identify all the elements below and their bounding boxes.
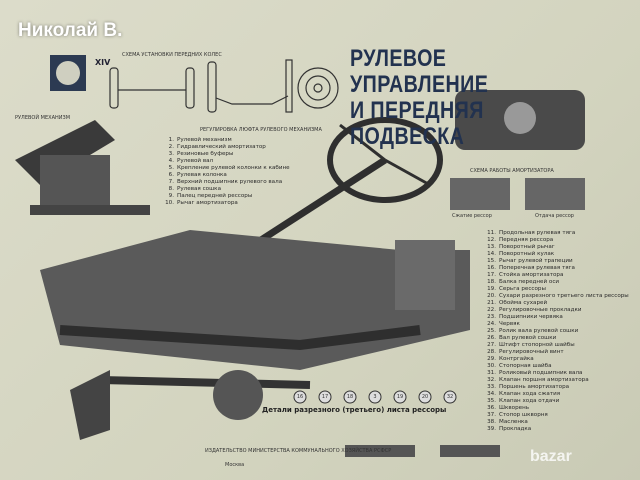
legend-item: 18.Балка передней оси <box>487 279 560 285</box>
legend-item: 5.Крепление рулевой колонки к кабине <box>168 165 290 171</box>
legend-item: 36.Шкворень <box>487 405 530 411</box>
emblem-circle <box>56 61 80 85</box>
legend-item: 39.Прокладка <box>487 426 532 432</box>
callout-number: 19 <box>396 394 404 400</box>
callout-circle <box>318 390 332 404</box>
callout-circle <box>343 390 357 404</box>
callout-number: 3 <box>373 394 377 400</box>
callout-circle <box>293 390 307 404</box>
legend-item: 28.Регулировочный винт <box>487 349 564 355</box>
leaf-details-caption: Детали разрезного (третьего) листа рессо… <box>262 406 447 414</box>
legend-item: 6.Рулевая колонка <box>168 172 227 178</box>
legend-item: 24.Червяк <box>487 321 520 327</box>
legend-item: 20.Сухари разрезного третьего листа ресс… <box>487 293 629 299</box>
legend-item: 35.Клапан хода отдачи <box>487 398 560 404</box>
callout-number: 16 <box>296 394 304 400</box>
site-badge: bazar <box>530 448 572 465</box>
legend-item: 7.Верхний подшипник рулевого вала <box>168 179 283 185</box>
legend-item: 22.Регулировочные прокладки <box>487 307 582 313</box>
legend-item: 14.Поворотный кулак <box>487 251 555 257</box>
callout-circle <box>443 390 457 404</box>
legend-item: 1.Рулевой механизм <box>168 137 232 143</box>
front-suspension-drawing <box>40 230 500 457</box>
adjustment-label: РЕГУЛИРОВКА ЛЮФТА РУЛЕВОГО МЕХАНИЗМА <box>200 127 322 133</box>
legend-item: 32.Клапан поршня амортизатора <box>487 377 589 383</box>
poster-title: РУЛЕВОЕ УПРАВЛЕНИЕ И ПЕРЕДНЯЯ ПОДВЕСКА <box>350 46 588 150</box>
legend-item: 38.Масленка <box>487 419 528 425</box>
rebound-label: Отдача рессор <box>535 213 574 219</box>
shock-scheme-title: СХЕМА РАБОТЫ АМОРТИЗАТОРА <box>470 168 554 174</box>
legend-item: 13.Поворотный рычаг <box>487 244 555 250</box>
callout-number: 20 <box>421 394 429 400</box>
legend-item: 3.Резиновые буферы <box>168 151 234 157</box>
plate-number: XIV <box>95 58 111 67</box>
legend-item: 4.Рулевой вал <box>168 158 214 164</box>
legend-item: 11.Продольная рулевая тяга <box>487 230 576 236</box>
legend-left: 1.Рулевой механизм 2.Гидравлический амор… <box>160 137 290 207</box>
compression-label: Сжатие рессор <box>452 213 492 219</box>
legend-item: 29.Контргайка <box>487 356 534 362</box>
legend-item: 37.Стопор шкворня <box>487 412 548 418</box>
legend-item: 33.Поршень амортизатора <box>487 384 570 390</box>
publisher: ИЗДАТЕЛЬСТВО МИНИСТЕРСТВА КОММУНАЛЬНОГО … <box>205 448 392 454</box>
title-line-2: И ПЕРЕДНЯЯ ПОДВЕСКА <box>350 97 484 150</box>
callout-circle <box>393 390 407 404</box>
callout-circle <box>418 390 432 404</box>
steering-gear-drawing <box>15 120 150 215</box>
shock-absorber-drawing <box>450 90 585 210</box>
legend-item: 2.Гидравлический амортизатор <box>168 144 266 150</box>
legend-item: 19.Серьга рессоры <box>487 286 546 292</box>
callout-circles <box>293 390 457 404</box>
callout-number: 18 <box>346 394 354 400</box>
legend-item: 9.Палец передней рессоры <box>168 193 253 199</box>
legend-item: 27.Штифт стопорной шайбы <box>487 342 575 348</box>
seller-watermark: Николай В. <box>18 20 123 41</box>
legend-item: 34.Клапан хода сжатия <box>487 391 561 397</box>
legend-item: 10.Рычаг амортизатора <box>165 200 238 206</box>
callout-number: 32 <box>446 394 454 400</box>
title-line-1: РУЛЕВОЕ УПРАВЛЕНИЕ <box>350 45 489 98</box>
legend-item: 17.Стойка амортизатора <box>487 272 564 278</box>
legend-item: 8.Рулевая сошка <box>168 186 221 192</box>
legend-item: 21.Обойма сухарей <box>487 300 548 306</box>
legend-item: 26.Вал рулевой сошки <box>487 335 557 341</box>
legend-item: 12.Передняя рессора <box>487 237 554 243</box>
publisher-city: Москва <box>225 462 245 468</box>
callout-circle <box>368 390 382 404</box>
wheel-scheme-title: СХЕМА УСТАНОВКИ ПЕРЕДНИХ КОЛЕС <box>122 52 222 58</box>
wheel-alignment-scheme <box>109 59 339 113</box>
callout-number: 17 <box>321 394 329 400</box>
legend-item: 25.Ролик вала рулевой сошки <box>487 328 579 334</box>
steering-gear-label: РУЛЕВОЙ МЕХАНИЗМ <box>15 115 71 121</box>
legend-item: 15.Рычаг рулевой трапеции <box>487 258 573 264</box>
legend-item: 16.Поперечная рулевая тяга <box>487 265 575 271</box>
legend-item: 30.Стопорная шайба <box>487 363 552 369</box>
legend-item: 31.Роликовый подшипник вала <box>487 370 583 376</box>
legend-item: 23.Подшипники червяка <box>487 314 563 320</box>
